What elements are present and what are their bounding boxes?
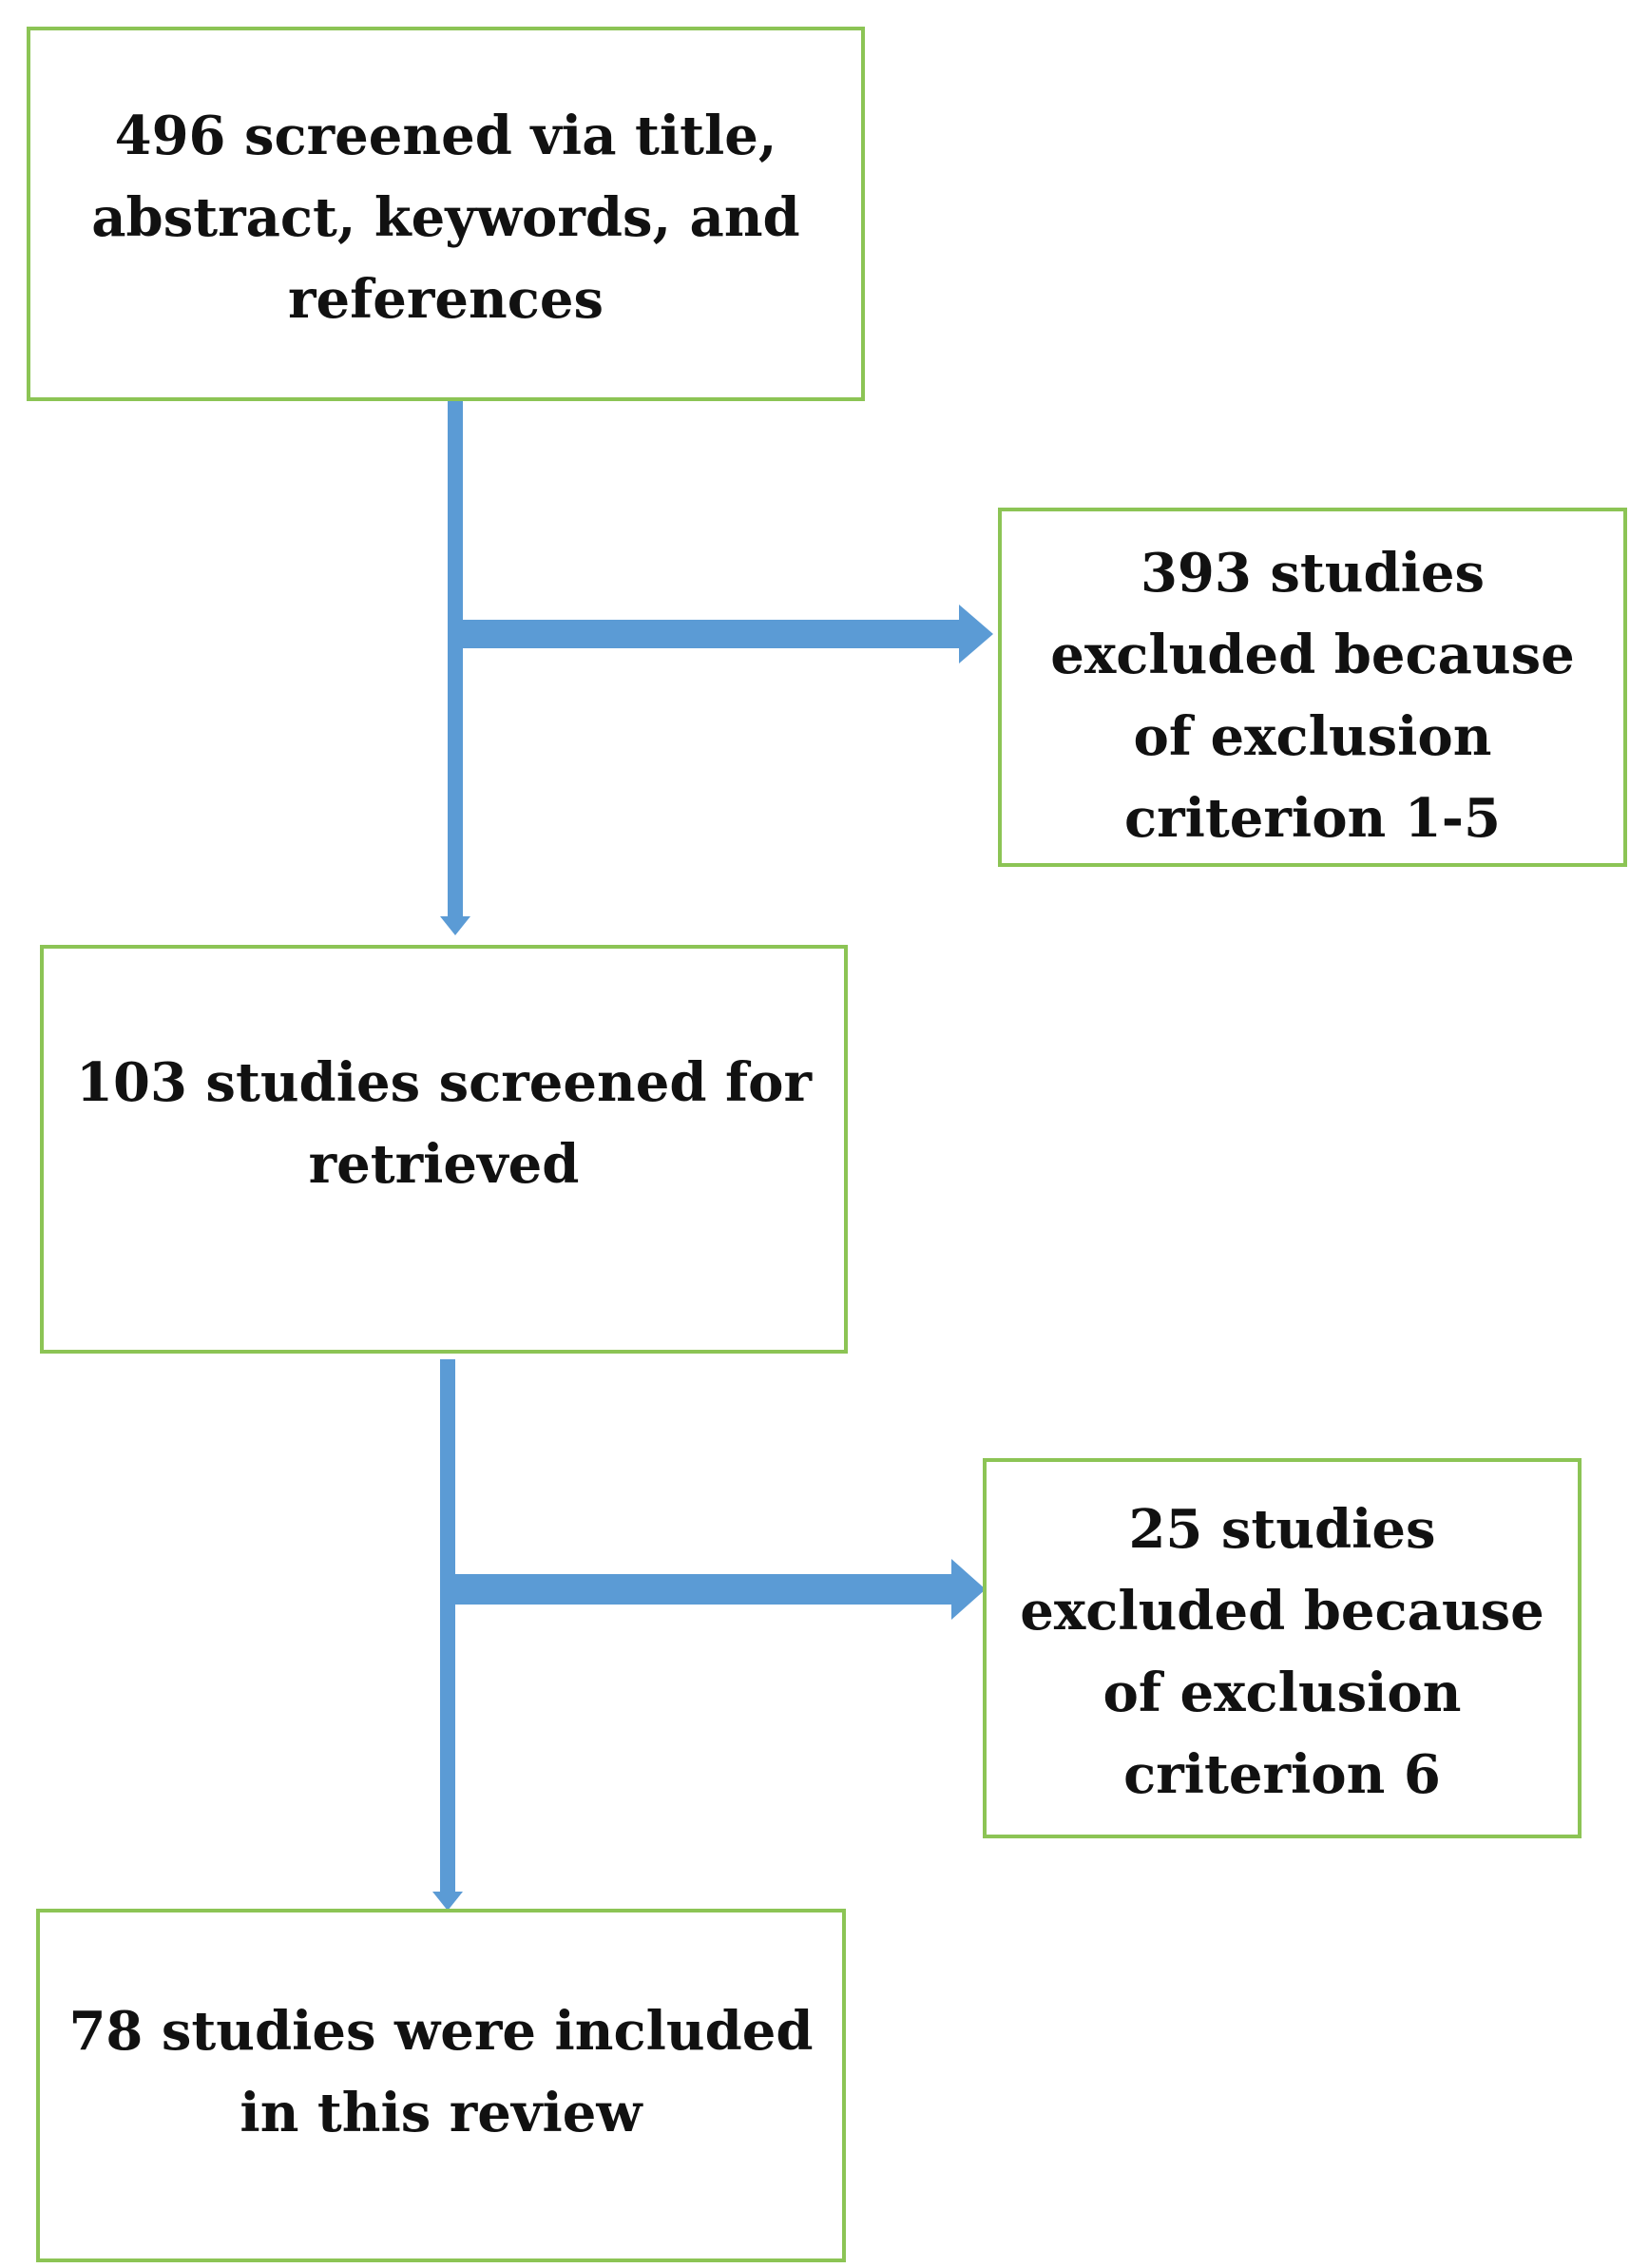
box-retrieved-line-2: retrieved	[308, 1133, 580, 1196]
box-excluded-second-line-1: 25 studies	[1128, 1498, 1436, 1561]
box-screened: 496 screened via title, abstract, keywor…	[27, 27, 865, 401]
box-excluded-first-line-4: criterion 1-5	[1124, 787, 1501, 850]
box-excluded-second-line-2: excluded because	[1020, 1580, 1544, 1643]
box-excluded-second-line-4: criterion 6	[1123, 1743, 1441, 1806]
box-excluded-first-line-1: 393 studies	[1140, 542, 1486, 605]
box-retrieved: 103 studies screened for retrieved	[40, 945, 848, 1354]
box-included: 78 studies were included in this review	[36, 1909, 846, 2262]
box-excluded-first: 393 studies excluded because of exclusio…	[998, 508, 1627, 867]
arrow-screened-to-retrieved	[440, 395, 470, 935]
box-included-line-1: 78 studies were included	[68, 2000, 814, 2063]
box-included-line-2: in this review	[240, 2082, 642, 2144]
box-screened-line-2: abstract, keywords, and	[91, 186, 800, 249]
arrow-to-excluded-second	[455, 1559, 986, 1620]
box-retrieved-line-1: 103 studies screened for	[76, 1051, 812, 1114]
box-screened-line-1: 496 screened via title,	[114, 105, 777, 167]
box-excluded-first-line-2: excluded because	[1050, 624, 1575, 686]
arrow-to-excluded-first	[463, 605, 993, 663]
box-screened-line-3: references	[288, 268, 604, 331]
box-excluded-second: 25 studies excluded because of exclusion…	[983, 1458, 1582, 1838]
box-excluded-second-line-3: of exclusion	[1103, 1662, 1462, 1724]
arrow-retrieved-to-included	[432, 1359, 463, 1911]
box-excluded-first-line-3: of exclusion	[1133, 705, 1492, 768]
